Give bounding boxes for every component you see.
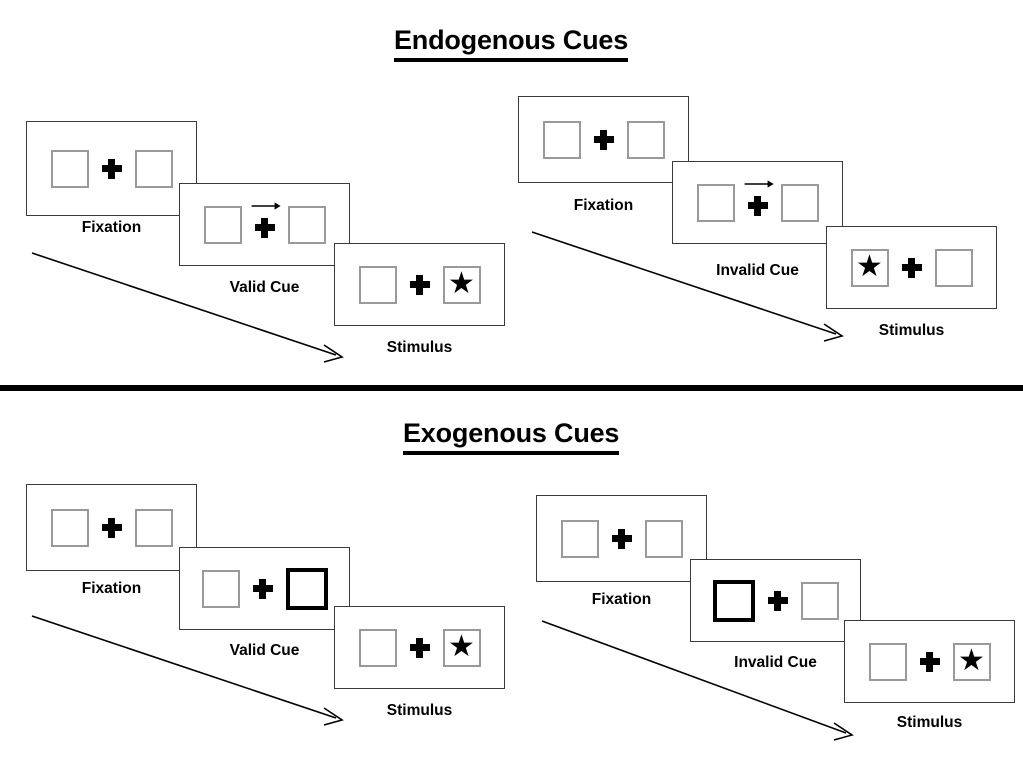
fixation-cross-icon [593,129,614,150]
stimbox-left: ★ [850,248,889,287]
stimbox-right: ★ [952,642,991,681]
fixation-cross-icon [252,578,273,599]
panel-endogenous-valid-stimulus: ★ [334,243,505,326]
stimbox-left [358,628,397,667]
fixation-cross-icon [101,158,122,179]
stimbox-left [203,205,242,244]
stimbox-right [644,519,683,558]
caption-exogenous-invalid-fixation: Fixation [591,591,652,608]
arrow-right-cue-icon [744,179,774,188]
stimbox-left [50,508,89,547]
stimbox-right: ★ [442,628,481,667]
fixation-center [397,625,443,671]
section-divider [0,385,1023,391]
stimbox-right: ★ [442,265,481,304]
caption-exogenous-valid-cue: Valid Cue [229,642,300,659]
stimbox-left [696,183,735,222]
panel-exogenous-valid-fixation [26,484,197,571]
stimbox-left [358,265,397,304]
panel-endogenous-invalid-fixation [518,96,689,183]
fixation-cross-icon [919,651,940,672]
star-icon: ★ [856,249,883,283]
stimbox-right [134,149,173,188]
fixation-cross-icon [409,274,430,295]
section-title-exogenous: Exogenous Cues [403,418,619,455]
stimbox-right [626,120,665,159]
section-title-endogenous: Endogenous Cues [394,25,628,62]
star-icon: ★ [958,643,985,677]
stimbox-left [868,642,907,681]
fixation-center [889,245,935,291]
caption-exogenous-valid-stimulus: Stimulus [386,702,453,719]
stimbox-right [287,205,326,244]
panel-exogenous-invalid-fixation [536,495,707,582]
arrow-right-cue-icon [251,201,281,210]
stimbox-right [800,581,839,620]
panel-exogenous-valid-stimulus: ★ [334,606,505,689]
stimbox-right [134,508,173,547]
caption-exogenous-invalid-cue: Invalid Cue [734,654,817,671]
fixation-cross-icon [747,195,768,216]
panel-endogenous-valid-cue [179,183,350,266]
fixation-center [581,117,627,163]
caption-endogenous-valid-fixation: Fixation [81,219,142,236]
star-icon: ★ [448,629,475,663]
caption-exogenous-valid-fixation: Fixation [81,580,142,597]
stimbox-left [560,519,599,558]
caption-exogenous-invalid-stimulus: Stimulus [896,714,963,731]
stimbox-left [542,120,581,159]
panel-endogenous-valid-fixation [26,121,197,216]
fixation-cross-icon [767,590,788,611]
fixation-center [397,262,443,308]
panel-exogenous-invalid-stimulus: ★ [844,620,1015,703]
fixation-cross-icon [611,528,632,549]
caption-endogenous-invalid-cue: Invalid Cue [716,262,799,279]
fixation-cross-icon [901,257,922,278]
fixation-center [735,179,781,226]
stimbox-left [50,149,89,188]
fixation-center [599,516,645,562]
panel-endogenous-invalid-stimulus: ★ [826,226,997,309]
caption-endogenous-valid-stimulus: Stimulus [386,339,453,356]
stimbox-left [201,569,240,608]
stimbox-left-cued [712,579,755,622]
panel-exogenous-valid-cue [179,547,350,630]
stimbox-right-cued [285,567,328,610]
caption-endogenous-valid-cue: Valid Cue [229,279,300,296]
fixation-center [89,146,135,192]
stimbox-right [780,183,819,222]
star-icon: ★ [448,266,475,300]
fixation-center [240,566,286,612]
fixation-cross-icon [101,517,122,538]
caption-endogenous-invalid-stimulus: Stimulus [878,322,945,339]
fixation-center [907,639,953,685]
stimbox-right [934,248,973,287]
panel-endogenous-invalid-cue [672,161,843,244]
fixation-center [89,505,135,551]
caption-endogenous-invalid-fixation: Fixation [573,197,634,214]
fixation-cross-icon [254,217,275,238]
fixation-center [242,201,288,248]
fixation-center [755,578,801,624]
fixation-cross-icon [409,637,430,658]
panel-exogenous-invalid-cue [690,559,861,642]
